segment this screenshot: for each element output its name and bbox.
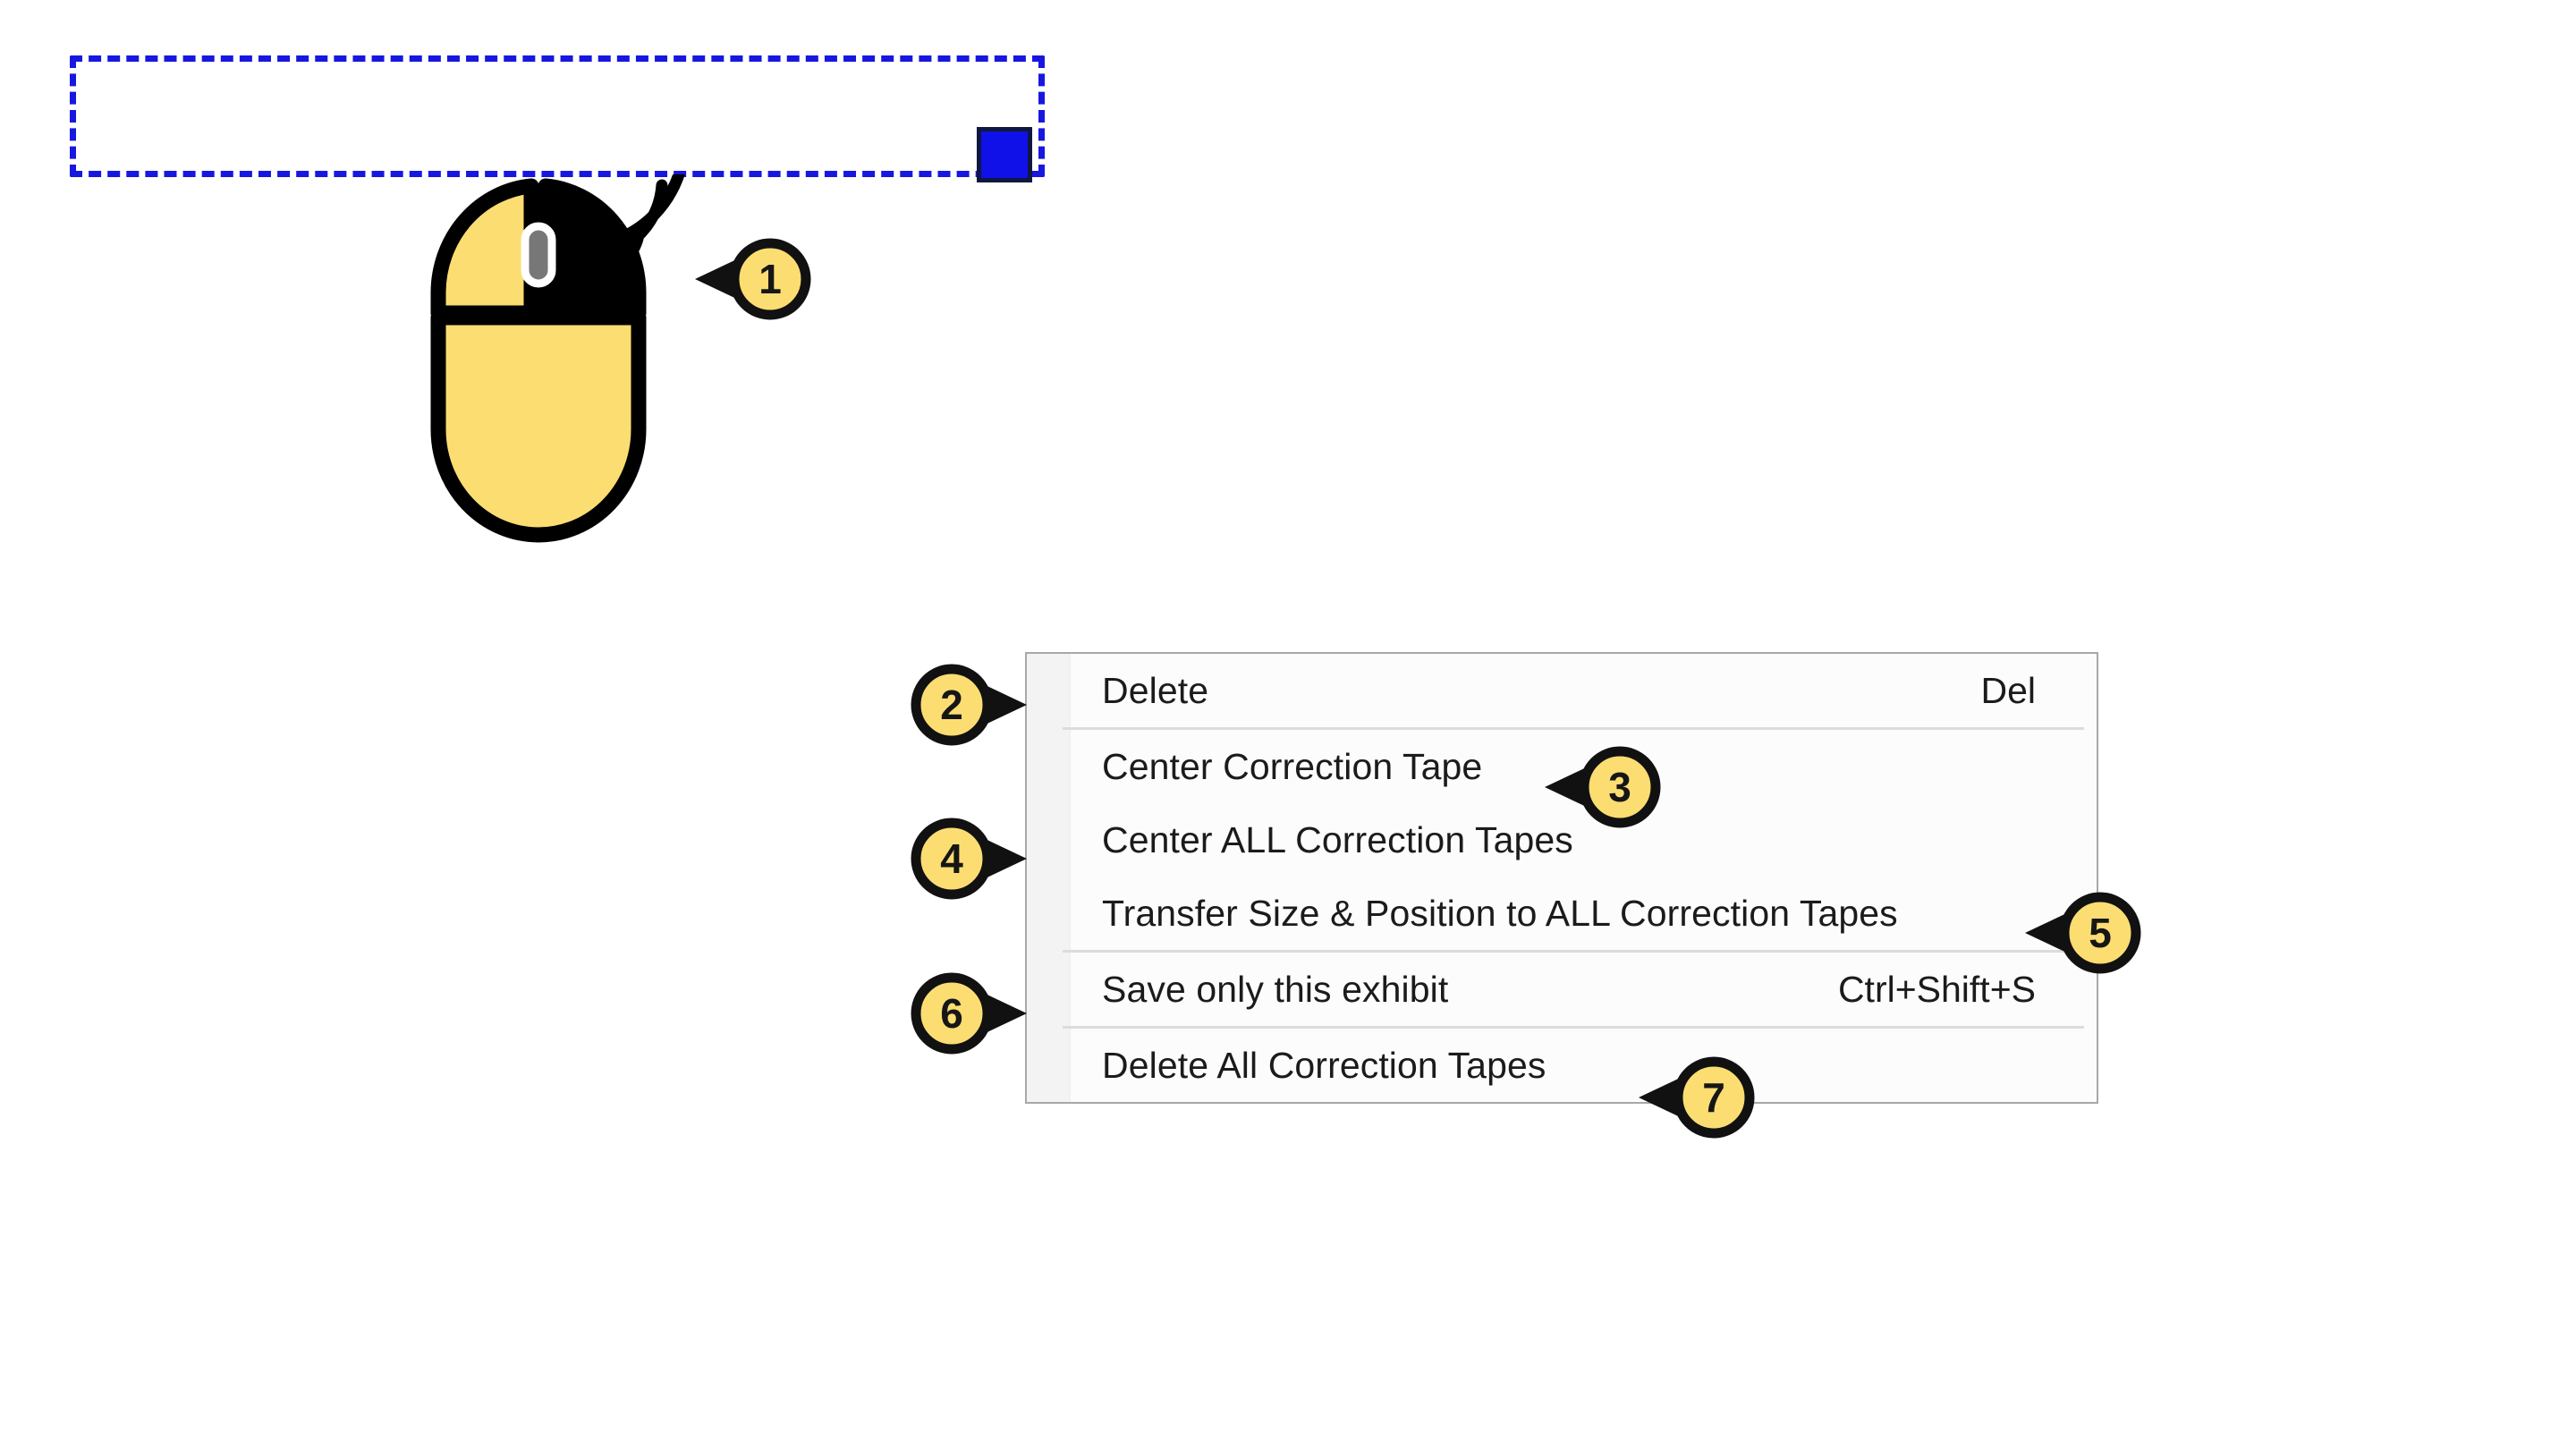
menu-item-label: Delete <box>1102 669 1209 711</box>
menu-item-label: Center Correction Tape <box>1102 745 1483 787</box>
callout-circle-7 <box>1673 1056 1755 1139</box>
menu-separator <box>1063 1026 2084 1029</box>
callout-circle-6 <box>911 972 993 1055</box>
menu-item-label: Center ALL Correction Tapes <box>1102 818 1573 860</box>
menu-item-delete[interactable]: Delete Del <box>1027 654 2097 727</box>
menu-item-label: Delete All Correction Tapes <box>1102 1044 1546 1086</box>
correction-tape-selection-box[interactable] <box>70 55 1045 177</box>
callout-number-7: 7 <box>1702 1074 1725 1121</box>
menu-item-transfer-size-position[interactable]: Transfer Size & Position to ALL Correcti… <box>1027 877 2097 950</box>
menu-item-center-all-correction-tapes[interactable]: Center ALL Correction Tapes <box>1027 803 2097 877</box>
callout-number-2: 2 <box>940 682 963 728</box>
mouse-right-button-active <box>538 178 647 321</box>
mouse-scroll-wheel <box>521 222 556 288</box>
callout-marker-4: 4 <box>894 814 1029 903</box>
callout-marker-5: 5 <box>2023 888 2157 978</box>
mouse-right-click-icon <box>420 174 707 550</box>
menu-item-save-only-this-exhibit[interactable]: Save only this exhibit Ctrl+Shift+S <box>1027 953 2097 1026</box>
callout-circle-3 <box>1579 746 1661 828</box>
click-wave-lines <box>589 174 685 284</box>
callout-marker-2: 2 <box>894 660 1029 750</box>
callout-number-6: 6 <box>940 990 963 1037</box>
mouse-left-button <box>430 178 539 321</box>
callout-circle-2 <box>911 664 993 746</box>
menu-separator <box>1063 950 2084 953</box>
menu-item-center-correction-tape[interactable]: Center Correction Tape <box>1027 730 2097 803</box>
menu-item-label: Transfer Size & Position to ALL Correcti… <box>1102 892 1898 934</box>
callout-circle-1 <box>729 238 811 320</box>
correction-tape-context-menu[interactable]: Delete Del Center Correction Tape Center… <box>1025 652 2098 1104</box>
callout-circle-4 <box>911 818 993 900</box>
callout-marker-1: 1 <box>693 234 827 324</box>
menu-group-2: Center Correction Tape Center ALL Correc… <box>1027 730 2097 950</box>
menu-group-4: Delete All Correction Tapes <box>1027 1029 2097 1102</box>
callout-number-3: 3 <box>1608 764 1631 810</box>
callout-marker-3: 3 <box>1543 742 1677 832</box>
callout-number-5: 5 <box>2089 910 2112 956</box>
menu-item-label: Save only this exhibit <box>1102 968 1449 1010</box>
menu-item-delete-all-correction-tapes[interactable]: Delete All Correction Tapes <box>1027 1029 2097 1102</box>
callout-number-1: 1 <box>758 256 782 302</box>
menu-item-shortcut: Del <box>1980 669 2036 711</box>
menu-item-shortcut: Ctrl+Shift+S <box>1837 968 2036 1010</box>
callout-marker-7: 7 <box>1637 1053 1771 1142</box>
callout-marker-6: 6 <box>894 969 1029 1058</box>
menu-group-1: Delete Del <box>1027 654 2097 727</box>
callout-circle-5 <box>2059 892 2141 974</box>
menu-separator <box>1063 727 2084 730</box>
mouse-body <box>430 309 647 543</box>
resize-handle-bottom-right[interactable] <box>977 127 1032 182</box>
callout-number-4: 4 <box>940 835 963 882</box>
menu-group-3: Save only this exhibit Ctrl+Shift+S <box>1027 953 2097 1026</box>
